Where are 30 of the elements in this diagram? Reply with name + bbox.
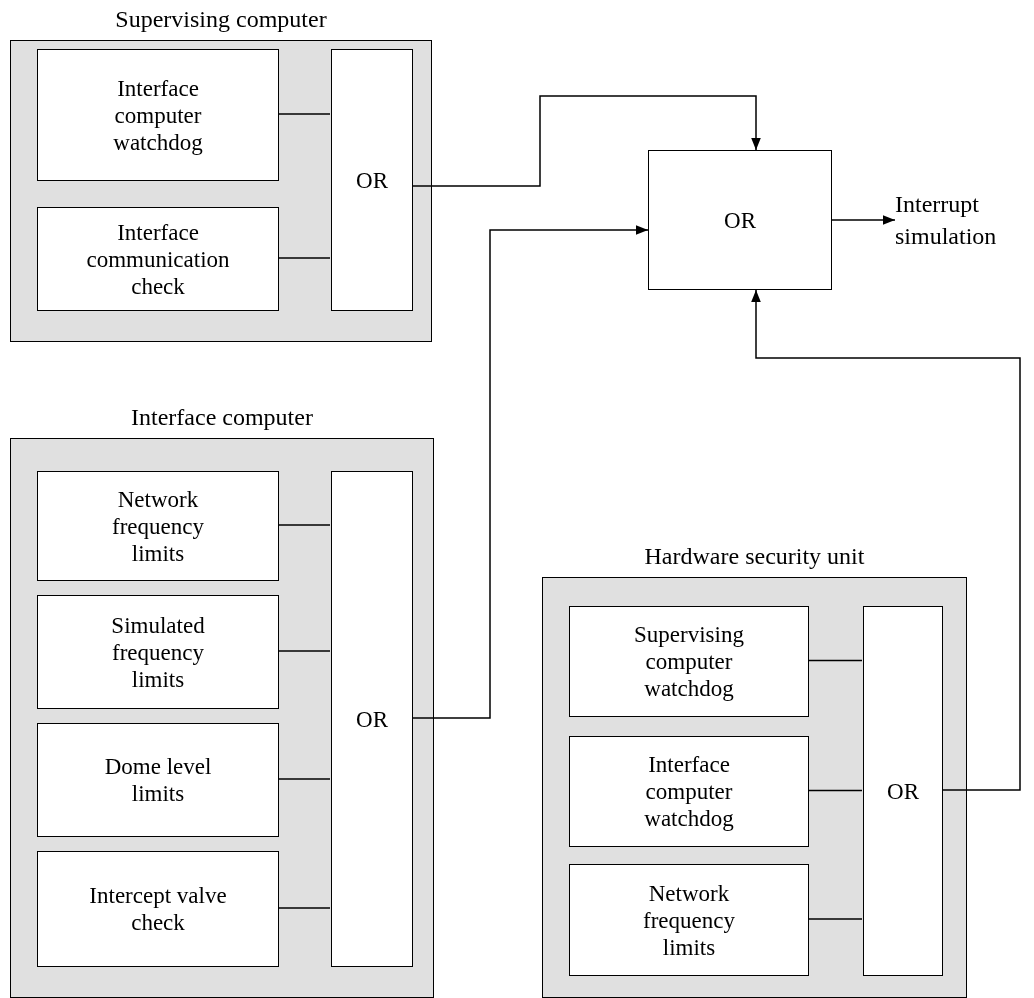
group-title: Interface computer: [130, 403, 314, 432]
connector-line: [277, 524, 331, 526]
connector-line: [277, 113, 331, 115]
connector-line: [807, 659, 863, 662]
check-box: Network frequency limits: [37, 471, 279, 581]
check-box: Simulated frequency limits: [37, 595, 279, 709]
output-label: Interrupt simulation: [895, 188, 1034, 254]
check-box: Interface communication check: [37, 207, 279, 311]
group-title: Hardware security unit: [643, 542, 866, 571]
connector-line: [807, 918, 863, 920]
check-box: Network frequency limits: [569, 864, 809, 976]
connector-line: [277, 650, 331, 652]
arrow: [751, 289, 1021, 791]
connector-line: [277, 257, 331, 259]
check-box: Interface computer watchdog: [37, 49, 279, 181]
connector-line: [807, 789, 863, 792]
check-box: Interface computer watchdog: [569, 736, 809, 847]
arrow: [411, 225, 649, 719]
arrow: [831, 215, 896, 225]
check-box: Intercept valve check: [37, 851, 279, 967]
connector-line: [277, 907, 331, 909]
arrow: [411, 95, 761, 187]
or-gate-box: OR: [331, 471, 413, 967]
group-title: Supervising computer: [114, 5, 328, 34]
check-box: Supervising computer watchdog: [569, 606, 809, 717]
check-box: Dome level limits: [37, 723, 279, 837]
connector-line: [277, 778, 331, 780]
or-gate-box: OR: [331, 49, 413, 311]
or-gate-box: OR: [648, 150, 832, 290]
or-gate-box: OR: [863, 606, 943, 976]
